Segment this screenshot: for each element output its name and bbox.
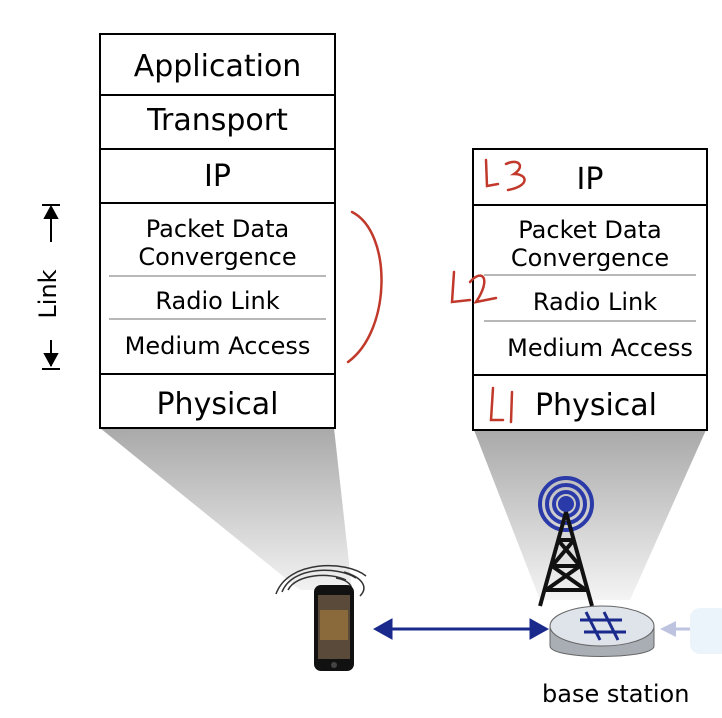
host-protocol-stack: Application Transport IP Packet Data Con… <box>99 33 336 429</box>
layer-packet-data-convergence: Packet Data Convergence <box>138 215 297 271</box>
base-station-icon <box>549 605 655 657</box>
wireless-link-arrow <box>372 618 550 640</box>
handwritten-l3 <box>484 158 526 192</box>
layer-ip: IP <box>204 159 231 194</box>
tower-icon <box>538 476 594 607</box>
wired-link-arrow <box>660 608 722 654</box>
handwritten-l1 <box>489 386 514 424</box>
layer-ip: IP <box>576 162 604 197</box>
handwritten-bracket <box>346 210 383 364</box>
link-span-arrows <box>42 204 60 370</box>
base-station-label: base station <box>542 680 690 708</box>
layer-application: Application <box>133 49 302 84</box>
handwritten-l2 <box>450 270 498 304</box>
layer-packet-data-convergence: Packet Data Convergence <box>510 216 670 272</box>
layer-medium-access: Medium Access <box>124 332 311 360</box>
layer-physical: Physical <box>156 387 279 422</box>
layer-radio-link: Radio Link <box>532 288 658 316</box>
base-protocol-stack: IP Packet Data Convergence Radio Link Me… <box>472 148 708 431</box>
phone-icon <box>275 565 367 671</box>
layer-medium-access: Medium Access <box>507 334 693 362</box>
layer-physical: Physical <box>534 388 658 423</box>
layer-transport: Transport <box>147 103 288 138</box>
layer-radio-link: Radio Link <box>155 287 280 315</box>
host-cone <box>100 428 352 590</box>
